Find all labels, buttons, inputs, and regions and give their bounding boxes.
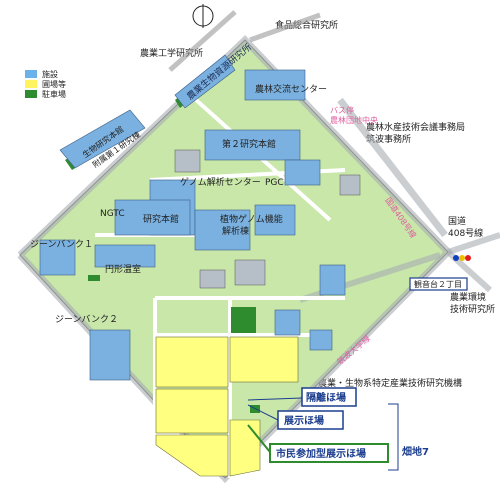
label-route408: 国道 408号線 xyxy=(448,215,483,239)
kannondai-marker: 観音台２丁目 xyxy=(409,255,471,291)
label-environment-institute: 農業環境 技術研究所 xyxy=(450,291,495,315)
callout-field-group: 畑地7 xyxy=(402,445,429,458)
label-kannondai: 観音台２丁目 xyxy=(414,279,462,289)
fields xyxy=(155,336,299,477)
legend-label-facility: 施設 xyxy=(42,69,58,79)
label-analysis-building: 解析棟 xyxy=(222,225,249,237)
legend-label-parking: 駐車場 xyxy=(42,89,66,99)
label-ngtc: NGTC xyxy=(100,209,125,219)
svg-text:筑波事務所: 筑波事務所 xyxy=(366,133,411,145)
label-gene-bank1: ジーンバンク１ xyxy=(30,239,93,250)
label-gene-bank2: ジーンバンク２ xyxy=(55,314,118,325)
north-arrow-icon xyxy=(192,4,214,28)
label-genome-center: ゲノム解析センター xyxy=(180,176,261,188)
legend-swatch-parking xyxy=(25,90,37,98)
label-bus-stop-b: 農林団地中央 xyxy=(330,115,378,125)
label-round-greenhouse: 円形温室 xyxy=(105,263,141,275)
legend: 施設 圃場等 駐車場 xyxy=(25,69,66,99)
label-agri-forest-tech-office: 農林水産技術会議事務局 筑波事務所 xyxy=(366,121,465,145)
label-second-main-building: 第２研究本館 xyxy=(222,138,276,150)
svg-text:農林水産技術会議事務局: 農林水産技術会議事務局 xyxy=(366,121,465,133)
legend-swatch-field xyxy=(25,80,37,88)
callout-display-field: 展示ほ場 xyxy=(284,414,324,427)
svg-text:農業環境: 農業環境 xyxy=(450,291,486,303)
label-bio-oriented-institute: 農業・生物系特定産業技術研究機構 xyxy=(318,377,462,389)
buildings xyxy=(39,54,346,381)
label-plant-genome: 植物ゲノム機能 xyxy=(220,213,283,225)
svg-text:408号線: 408号線 xyxy=(448,227,483,239)
gray-buildings xyxy=(174,149,361,289)
callout-citizen-field: 市民参加型展示ほ場 xyxy=(276,447,366,460)
campus-site xyxy=(19,39,449,479)
label-exchange-center: 農林交流センター xyxy=(255,83,327,95)
callouts: 隔離ほ場 展示ほ場 市民参加型展示ほ場 畑地7 xyxy=(247,387,429,471)
callout-isolated-field: 隔離ほ場 xyxy=(306,391,346,404)
label-main-building: 研究本館 xyxy=(143,213,179,225)
label-pgc: PGC xyxy=(265,178,284,188)
legend-swatch-facility xyxy=(25,70,37,78)
label-bus-stop-a: バス停 xyxy=(330,105,354,115)
svg-text:技術研究所: 技術研究所 xyxy=(450,303,495,315)
legend-label-field: 圃場等 xyxy=(42,79,66,89)
svg-text:国道: 国道 xyxy=(448,215,466,227)
